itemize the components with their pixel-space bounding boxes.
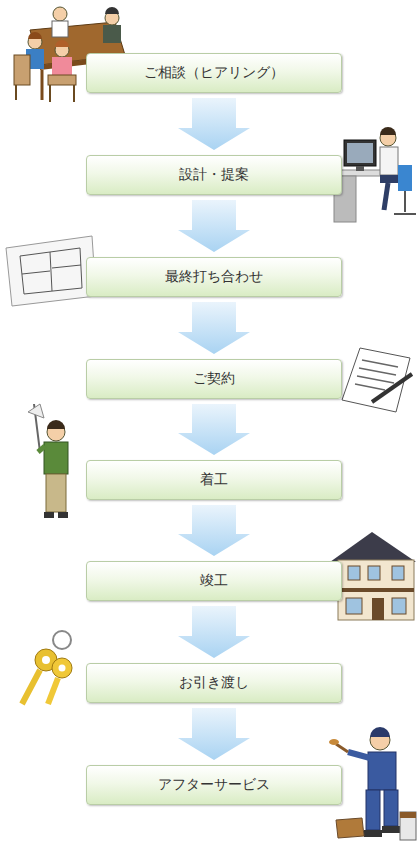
step-label: ご相談（ヒアリング） — [144, 64, 284, 82]
flow-arrow — [178, 505, 250, 556]
process-box: お引き渡し — [86, 663, 342, 703]
painter-illustration — [329, 727, 416, 840]
house-illustration — [330, 532, 416, 620]
step-label: お引き渡し — [179, 674, 249, 692]
keys-illustration — [22, 631, 72, 704]
worker-illustration — [28, 404, 68, 518]
flow-arrow — [178, 404, 250, 455]
process-box: 着工 — [86, 460, 342, 500]
flow-arrow — [178, 708, 250, 760]
step-label: ご契約 — [193, 370, 235, 388]
process-box: ご相談（ヒアリング） — [86, 53, 342, 93]
flow-arrow — [178, 98, 250, 150]
step-label: 設計・提案 — [179, 166, 249, 184]
contract-illustration — [342, 348, 412, 412]
process-box: アフターサービス — [86, 765, 342, 805]
flow-arrow — [178, 302, 250, 354]
process-box: 竣工 — [86, 561, 342, 601]
designer-illustration — [330, 127, 416, 222]
step-label: 竣工 — [200, 572, 228, 590]
flow-arrow — [178, 606, 250, 658]
floor-plan-illustration — [6, 236, 96, 306]
process-box: 最終打ち合わせ — [86, 257, 342, 297]
step-label: 着工 — [200, 471, 228, 489]
process-box: 設計・提案 — [86, 155, 342, 195]
step-label: アフターサービス — [158, 776, 270, 794]
step-label: 最終打ち合わせ — [165, 268, 263, 286]
flow-arrow — [178, 200, 250, 252]
process-box: ご契約 — [86, 359, 342, 399]
